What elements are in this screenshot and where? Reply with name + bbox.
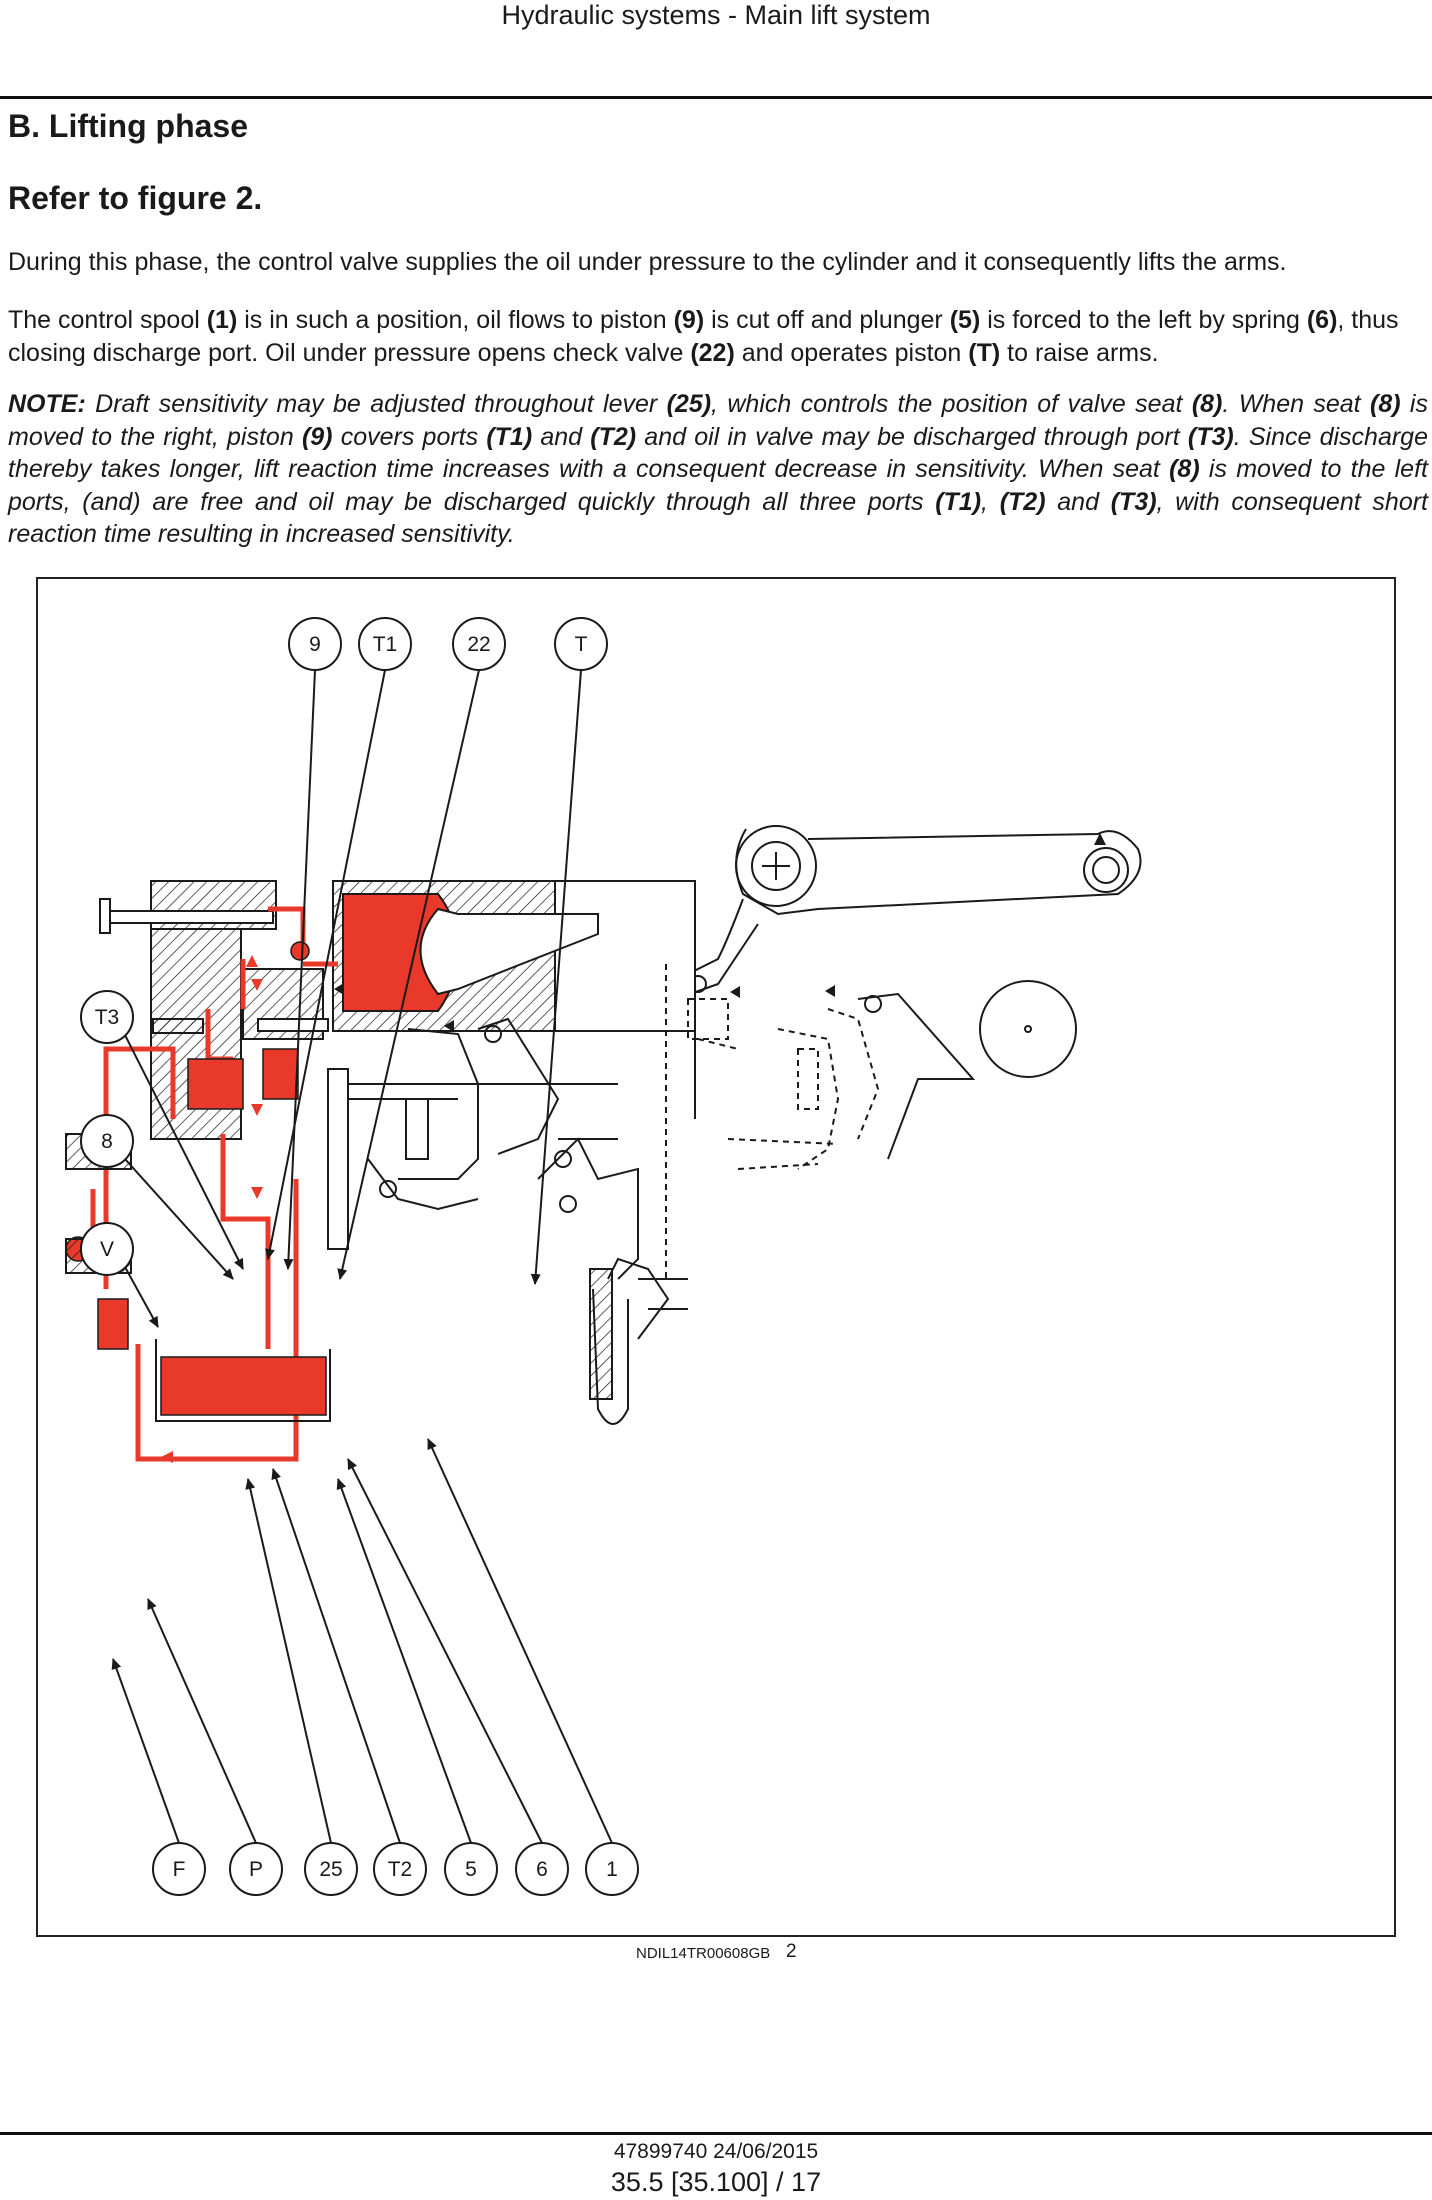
- leader-1: [427, 1438, 613, 1844]
- callout-t: T: [554, 617, 608, 671]
- leader-9: [283, 669, 316, 1270]
- page-reference: 35.5 [35.100] / 17: [610, 2167, 822, 2197]
- svg-text:T2: T2: [388, 1858, 413, 1881]
- leader-8: [124, 1158, 234, 1280]
- leader-6: [347, 1458, 543, 1844]
- paragraph-control-spool: The control spool (1) is in such a posit…: [8, 306, 1399, 367]
- callout-t3: T3: [80, 990, 134, 1044]
- leader-T: [530, 669, 582, 1285]
- svg-text:8: 8: [101, 1130, 113, 1153]
- flow-arrows: [161, 955, 263, 1463]
- leader-T1: [265, 669, 386, 1260]
- section-title: B. Lifting phase: [8, 108, 248, 144]
- svg-text:V: V: [100, 1238, 114, 1261]
- leader-22: [337, 669, 480, 1280]
- note-label: NOTE:: [8, 390, 86, 418]
- callout-25: 25: [304, 1842, 358, 1896]
- svg-text:P: P: [249, 1858, 263, 1881]
- callout-1: 1: [585, 1842, 639, 1896]
- hydraulic-lift-diagram: 9 T1 22 T T3 8V F P 25 T2 5 6 1: [65, 617, 1142, 1896]
- callout-22: 22: [452, 617, 506, 671]
- leader-F: [111, 1658, 180, 1844]
- lift-arm-assembly: [680, 825, 1142, 996]
- figure-code: NDIL14TR00608GB: [636, 1945, 771, 1962]
- paragraph-intro: During this phase, the control valve sup…: [8, 248, 1287, 276]
- svg-text:1: 1: [606, 1858, 618, 1881]
- callout-t1: T1: [358, 617, 412, 671]
- callout-5: 5: [444, 1842, 498, 1896]
- leader-25: [245, 1478, 332, 1844]
- alternate-position-dashed: [665, 964, 880, 1279]
- svg-text:5: 5: [465, 1858, 477, 1881]
- motion-arrows: [334, 983, 835, 1032]
- draft-control-linkage: [327, 1017, 688, 1425]
- note-paragraph: NOTE: Draft sensitivity may be adjusted …: [8, 390, 1428, 548]
- svg-text:6: 6: [536, 1858, 548, 1881]
- svg-text:T3: T3: [95, 1006, 120, 1029]
- svg-text:F: F: [173, 1858, 186, 1881]
- svg-text:T1: T1: [373, 633, 398, 656]
- footer-rule: [0, 2132, 1432, 2135]
- right-wheel: [857, 980, 1077, 1160]
- callout-v: V: [80, 1222, 134, 1276]
- callout-p: P: [229, 1842, 283, 1896]
- figure-number: 2: [786, 1941, 797, 1962]
- lower-link-bracket: [589, 1268, 613, 1400]
- leader-T2: [271, 1468, 401, 1844]
- oil-tank: [155, 1339, 331, 1422]
- leader-T3: [124, 1034, 244, 1270]
- svg-text:22: 22: [467, 633, 490, 656]
- callout-9: 9: [288, 617, 342, 671]
- leader-P: [147, 1598, 257, 1844]
- callout-t2: T2: [373, 1842, 427, 1896]
- header-rule: [0, 96, 1432, 99]
- document-code: 47899740 24/06/2015: [613, 2140, 819, 2163]
- callout-labels: 9 T1 22 T T3 8V F P 25 T2 5 6 1: [80, 617, 639, 1896]
- leader-5: [336, 1478, 472, 1844]
- callout-6: 6: [515, 1842, 569, 1896]
- page-header-title: Hydraulic systems - Main lift system: [501, 0, 931, 30]
- svg-text:25: 25: [319, 1858, 342, 1881]
- leader-V: [124, 1266, 159, 1328]
- svg-text:9: 9: [309, 633, 321, 656]
- callout-leaders: [111, 669, 613, 1844]
- lift-cylinder: [332, 880, 696, 1119]
- callout-f: F: [152, 1842, 206, 1896]
- svg-text:T: T: [575, 633, 588, 656]
- up-arrow-icon: [1094, 833, 1106, 845]
- figure-reference: Refer to figure 2.: [8, 180, 263, 216]
- callout-8: 8: [80, 1114, 134, 1168]
